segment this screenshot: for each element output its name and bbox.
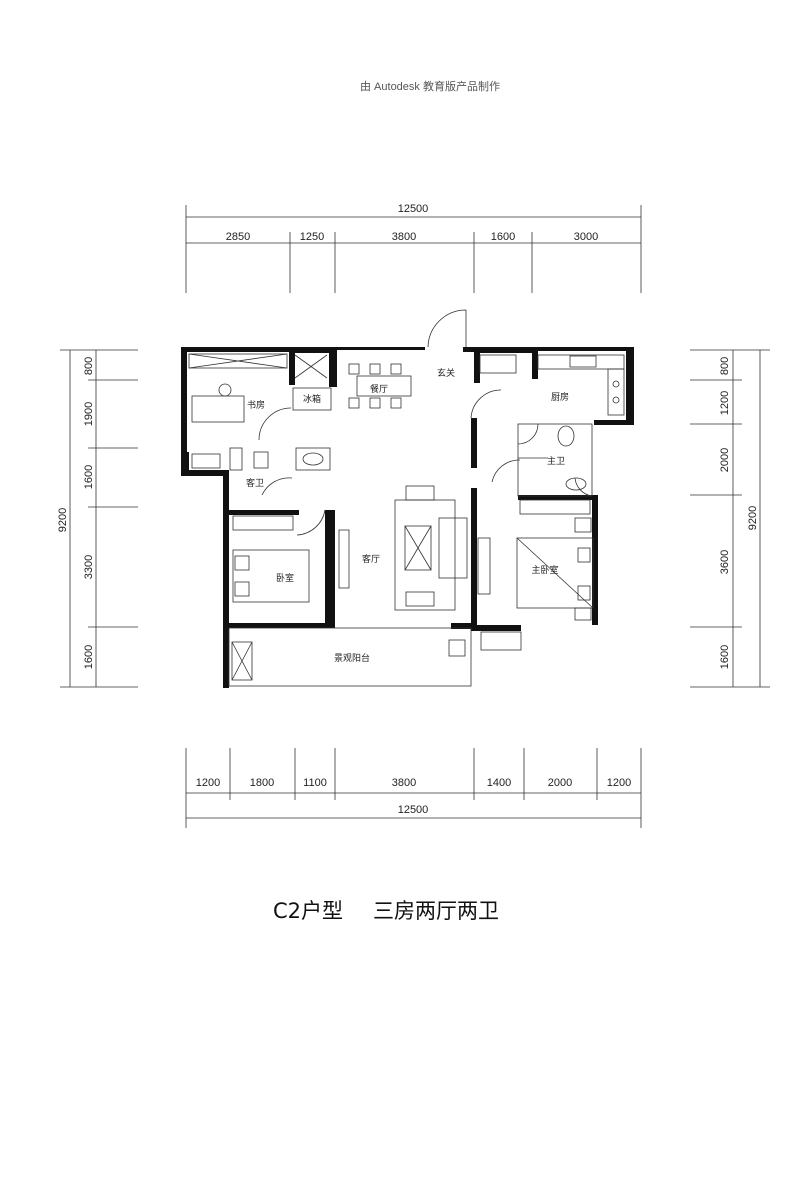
room-label-living: 客厅	[362, 553, 380, 565]
room-label-study: 书房	[247, 399, 265, 411]
room-label-foyer: 玄关	[437, 367, 455, 379]
left-segment-dimension: 3300	[83, 555, 95, 579]
right-segment-dimension: 3600	[719, 550, 731, 574]
bottom-segment-dimension: 1200	[607, 777, 631, 789]
left-total-dimension: 9200	[57, 508, 69, 532]
room-label-dining: 餐厅	[370, 383, 388, 395]
bottom-segment-dimension: 1100	[303, 777, 327, 789]
left-segment-dimension: 1900	[83, 402, 95, 426]
right-total-dimension: 9200	[747, 506, 759, 530]
room-label-kitchen: 厨房	[551, 391, 569, 403]
top-segment-dimension: 2850	[226, 231, 250, 243]
left-segment-dimension: 1600	[83, 465, 95, 489]
right-segment-dimension: 1200	[719, 391, 731, 415]
room-label-bedroom: 卧室	[276, 572, 294, 584]
right-dimension-lines	[690, 349, 770, 688]
bottom-segment-dimension: 2000	[548, 777, 572, 789]
room-label-fridge: 冰箱	[303, 393, 321, 405]
bottom-dimension-lines	[185, 748, 642, 828]
walls	[181, 347, 634, 688]
bottom-segment-dimension: 1200	[196, 777, 220, 789]
unit-layout-caption: 三房两厅两卫	[373, 899, 499, 923]
room-label-master-bath: 主卫	[547, 455, 565, 467]
top-dimension-lines	[185, 205, 642, 293]
room-label-balcony: 景观阳台	[334, 652, 370, 664]
top-segment-dimension: 3000	[574, 231, 598, 243]
room-label-guest-bath: 客卫	[246, 477, 264, 489]
right-segment-dimension: 2000	[719, 448, 731, 472]
fixtures	[188, 309, 625, 687]
top-segment-dimension: 1600	[491, 231, 515, 243]
header-watermark-text: 由 Autodesk 教育版产品制作	[360, 79, 500, 93]
bottom-segment-dimension: 3800	[392, 777, 416, 789]
left-segment-dimension: 1600	[83, 645, 95, 669]
top-segment-dimension: 1250	[300, 231, 324, 243]
left-dimension-lines	[60, 349, 138, 688]
top-total-dimension: 12500	[398, 203, 429, 215]
right-segment-dimension: 800	[719, 357, 731, 375]
top-segment-dimension: 3800	[392, 231, 416, 243]
bottom-segment-dimension: 1800	[250, 777, 274, 789]
unit-type-caption: C2户型	[273, 899, 343, 923]
right-segment-dimension: 1600	[719, 645, 731, 669]
bottom-total-dimension: 12500	[398, 804, 429, 816]
bottom-segment-dimension: 1400	[487, 777, 511, 789]
room-label-master-bedroom: 主卧室	[531, 564, 558, 576]
left-segment-dimension: 800	[83, 357, 95, 375]
